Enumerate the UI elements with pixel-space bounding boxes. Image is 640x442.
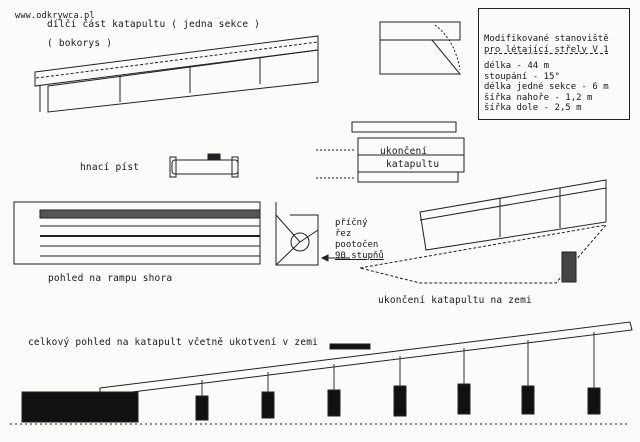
spec-section-length: délka jedné sekce - 6 m: [484, 82, 609, 92]
cross-section-line: 90 stupňů: [335, 251, 384, 261]
cross-section-line: řez: [335, 229, 352, 239]
ramp-top-view: [13, 201, 261, 265]
catapult-end-detail: [316, 121, 465, 183]
info-title-1: Modifikované stanoviště: [484, 34, 609, 44]
section-front-view: [379, 21, 462, 75]
cross-section-line: pootočen: [335, 240, 379, 250]
overall-view-label: celkový pohled na katapult včetně ukotve…: [28, 337, 319, 348]
piston-label: hnací píst: [80, 162, 140, 173]
cross-section-line: příčný: [335, 218, 368, 228]
end-label-line2: katapultu: [386, 159, 440, 170]
spec-width-top: šířka nahoře - 1,2 m: [484, 92, 593, 103]
top-view-label: pohled na rampu shora: [48, 273, 173, 284]
info-box: Modifikované stanoviště pro létající stř…: [478, 8, 630, 120]
end-label-line1: ukončení: [380, 146, 428, 157]
ground-end-view: [359, 179, 608, 284]
overall-view: [10, 321, 633, 425]
ground-end-label: ukončení katapultu na zemi: [378, 295, 532, 306]
cross-section-drawing: [275, 202, 350, 266]
spec-length: délka - 44 m: [484, 61, 550, 71]
watermark: www.odkrywca.pl: [15, 11, 95, 21]
cross-section-label: příčný řez pootočen 90 stupňů: [335, 218, 384, 262]
section-side-view: [34, 35, 319, 113]
section-subtitle: ( bokorys ): [47, 38, 113, 49]
info-title-2: pro létající střely V 1: [484, 44, 609, 55]
spec-slope: stoupání - 15°: [484, 71, 560, 82]
spec-width-bottom: šířka dole - 2,5 m: [484, 103, 582, 113]
piston-drawing: [169, 153, 239, 178]
section-title: dílčí část katapultu ( jedna sekce ): [47, 19, 261, 30]
